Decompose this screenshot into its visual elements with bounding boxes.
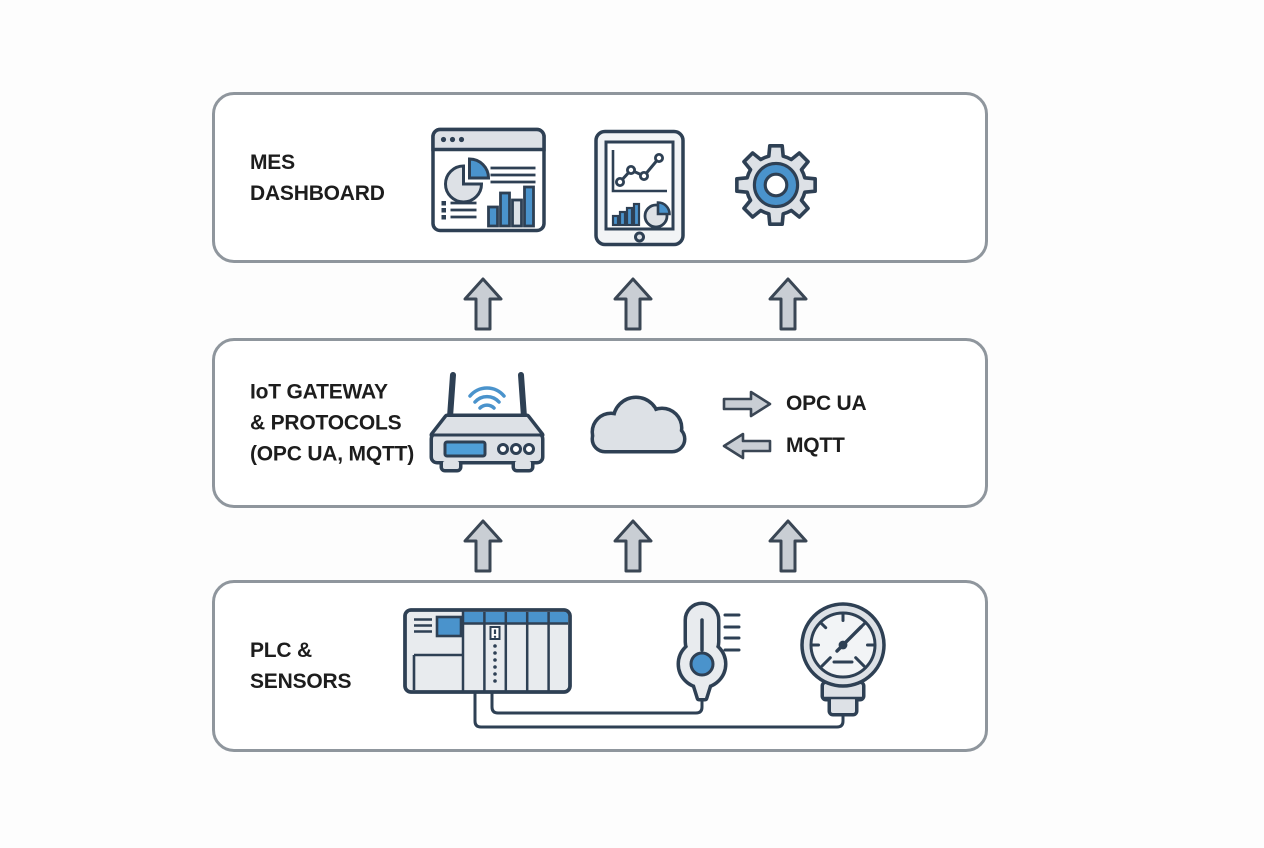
protocol-row-mqtt: MQTT xyxy=(721,431,845,461)
label-line: IoT GATEWAY xyxy=(250,380,388,404)
label-line: (OPC UA, MQTT) xyxy=(250,442,415,466)
wifi-router-icon xyxy=(429,372,545,473)
up-arrow-icon xyxy=(463,519,503,573)
analytics-window-icon xyxy=(431,127,546,233)
plc-sensors-label: PLC & SENSORS xyxy=(250,635,351,697)
thermometer-probe-icon xyxy=(676,601,741,702)
up-arrow-icon xyxy=(613,277,653,331)
mqtt-label: MQTT xyxy=(786,434,845,457)
right-arrow-icon xyxy=(722,390,772,418)
pressure-gauge-icon xyxy=(800,602,886,717)
gear-icon xyxy=(735,144,817,226)
label-line: MES xyxy=(250,150,295,174)
layer-box-iot-gateway: IoT GATEWAY & PROTOCOLS (OPC UA, MQTT) xyxy=(212,338,988,508)
label-line: & PROTOCOLS xyxy=(250,411,402,435)
mes-dashboard-label: MES DASHBOARD xyxy=(250,147,385,209)
tablet-charts-icon xyxy=(594,129,685,247)
up-arrow-icon xyxy=(463,277,503,331)
plc-rack-icon xyxy=(403,608,572,694)
up-arrow-icon xyxy=(613,519,653,573)
up-arrow-icon xyxy=(768,277,808,331)
label-line: PLC & xyxy=(250,639,313,662)
opc-ua-label: OPC UA xyxy=(786,392,867,415)
label-line: SENSORS xyxy=(250,670,352,693)
sensor-wires xyxy=(473,692,845,729)
layer-box-mes-dashboard: MES DASHBOARD xyxy=(212,92,988,263)
layer-box-plc-sensors: PLC & SENSORS xyxy=(212,580,988,752)
cloud-icon xyxy=(590,395,687,454)
protocol-row-opc-ua: OPC UA xyxy=(721,389,867,419)
iot-gateway-label: IoT GATEWAY & PROTOCOLS (OPC UA, MQTT) xyxy=(250,377,414,470)
label-line: DASHBOARD xyxy=(250,181,385,205)
plc-sensor-network xyxy=(403,601,886,729)
left-arrow-icon xyxy=(722,432,772,460)
up-arrow-icon xyxy=(768,519,808,573)
